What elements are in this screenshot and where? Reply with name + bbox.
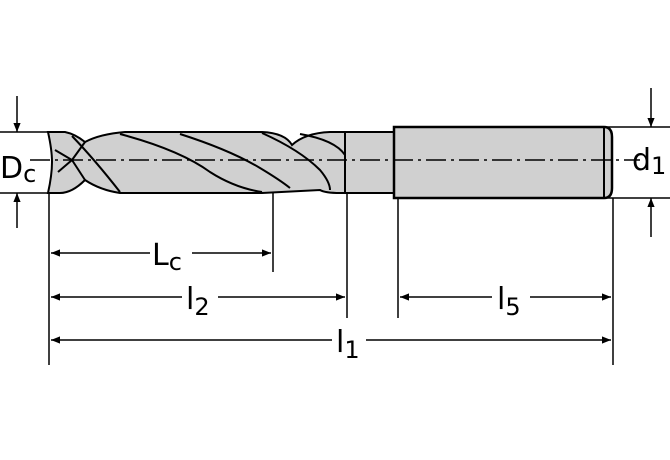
d1-label: d: [632, 143, 651, 178]
l5-subscript: 5: [505, 293, 520, 321]
lc-subscript: c: [169, 248, 182, 276]
drill-helix-3: [179, 133, 291, 189]
drill-neck: [344, 131, 395, 194]
svg-text:Dc: Dc: [0, 151, 36, 188]
svg-text:l2: l2: [186, 282, 210, 321]
l5-label: l: [497, 282, 505, 317]
dc-subscript: c: [23, 160, 36, 188]
lc-dimension: Lc: [51, 238, 271, 276]
l2-dimension: l2: [51, 282, 345, 321]
svg-text:l1: l1: [336, 325, 360, 364]
drill-helix-5: [299, 133, 346, 156]
l1-subscript: 1: [344, 336, 359, 364]
svg-text:l5: l5: [497, 282, 521, 321]
drill-flute-section: [46, 131, 395, 194]
svg-text:Lc: Lc: [152, 238, 182, 276]
l1-label: l: [336, 325, 344, 360]
drill-helix-4: [261, 132, 331, 191]
drill-helix-1: [71, 135, 121, 193]
dc-dimension: Dc: [0, 96, 60, 228]
l1-dimension: l1: [51, 325, 611, 364]
d1-dimension: d1: [604, 88, 670, 237]
l2-subscript: 2: [194, 293, 209, 321]
drill-body: [46, 125, 614, 200]
svg-text:d1: d1: [632, 143, 666, 180]
dc-label: D: [0, 151, 23, 186]
drill-helix-2: [119, 133, 263, 193]
extension-lines: [48, 193, 614, 365]
d1-subscript: 1: [651, 152, 666, 180]
l5-dimension: l5: [400, 282, 611, 321]
l2-label: l: [186, 282, 194, 317]
drill-shank: [392, 125, 614, 200]
lc-label: L: [152, 238, 169, 273]
